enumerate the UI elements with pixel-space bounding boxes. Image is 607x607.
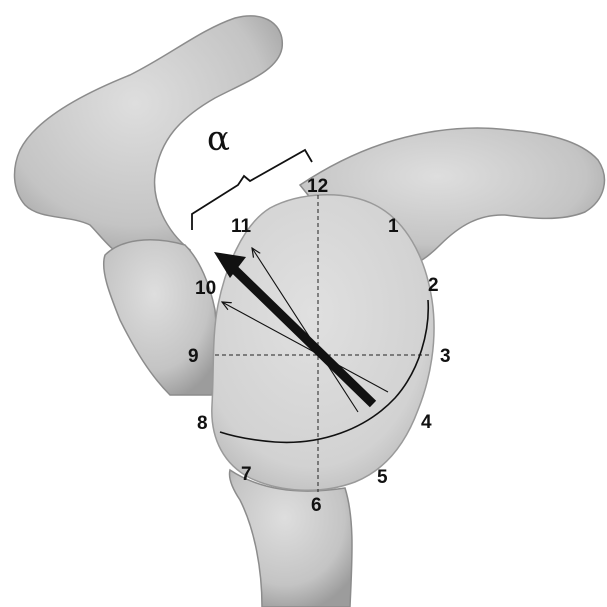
glenoid-face: [212, 195, 434, 490]
lateral-border: [229, 470, 352, 607]
clock-label-3: 3: [440, 346, 451, 367]
clock-label-1: 1: [388, 216, 399, 237]
clock-label-6: 6: [311, 495, 322, 516]
scapular-neck: [104, 240, 217, 395]
clock-label-7: 7: [241, 464, 252, 485]
alpha-label: α: [207, 119, 230, 159]
clock-label-9: 9: [188, 346, 199, 367]
clock-label-10: 10: [195, 278, 216, 299]
clock-label-8: 8: [197, 413, 208, 434]
clock-label-5: 5: [377, 467, 388, 488]
clock-label-11: 11: [231, 216, 252, 237]
clock-label-2: 2: [428, 275, 439, 296]
clock-label-4: 4: [421, 412, 432, 433]
clock-label-12: 12: [307, 176, 328, 197]
